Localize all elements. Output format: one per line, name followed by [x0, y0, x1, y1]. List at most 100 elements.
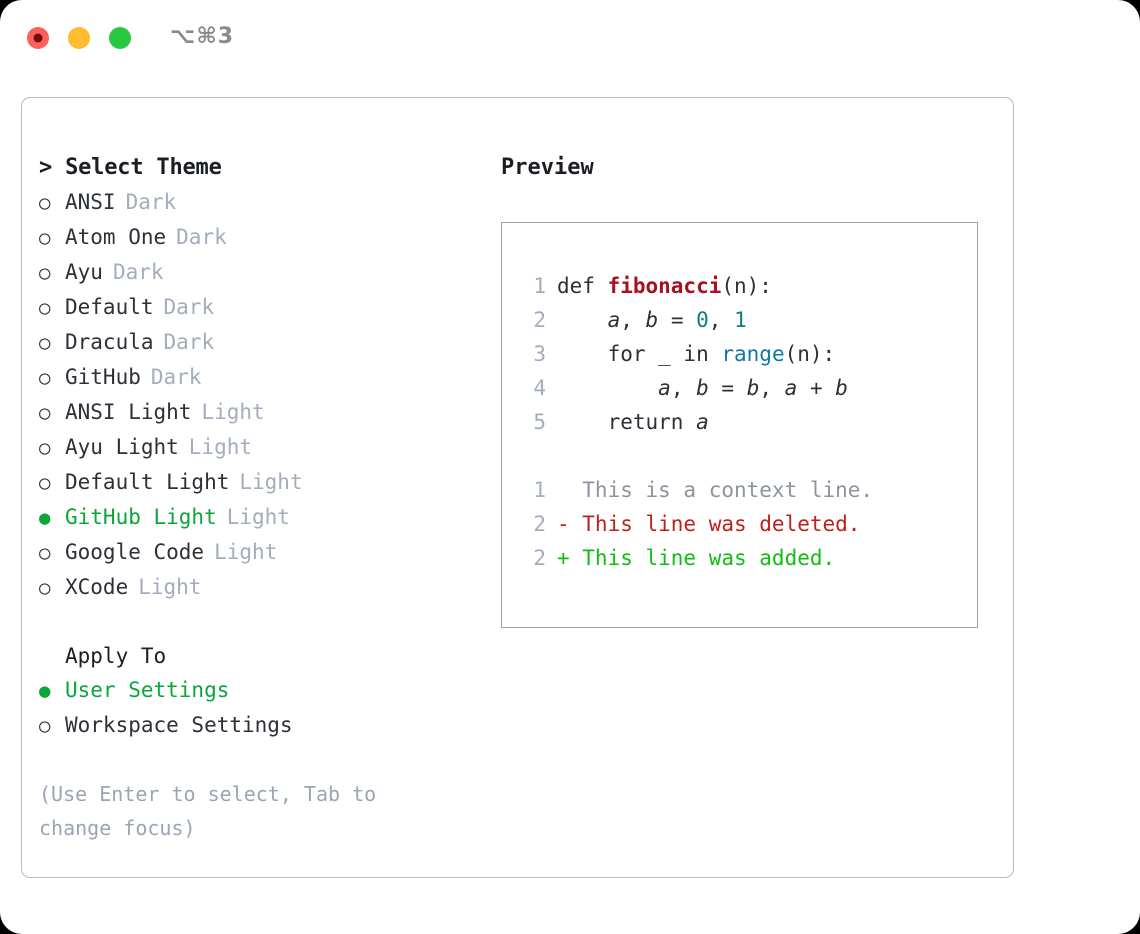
diff-line-text: This is a context line.	[569, 478, 874, 502]
code-token-plain: for _ in	[557, 342, 722, 366]
code-token-plain: return	[557, 410, 697, 434]
theme-option-google-code[interactable]: ○ Google Code Light	[39, 535, 489, 570]
code-token-plain: ,	[670, 376, 697, 400]
code-token-plain	[557, 376, 658, 400]
code-token-builtin: range	[721, 342, 785, 366]
theme-variant-badge: Dark	[176, 225, 227, 249]
theme-option-label: Ayu Light	[65, 435, 179, 459]
code-token-fn: fibonacci	[607, 274, 722, 298]
code-token-plain	[557, 308, 608, 332]
radio-unselected-icon[interactable]: ○	[39, 437, 51, 459]
radio-unselected-icon[interactable]: ○	[39, 227, 51, 249]
code-token-plain: =	[658, 308, 697, 332]
apply-to-option-workspace-settings[interactable]: ○ Workspace Settings	[39, 708, 489, 743]
radio-selected-icon[interactable]: ●	[39, 680, 51, 702]
code-token-var: b	[835, 376, 848, 400]
radio-unselected-icon[interactable]: ○	[39, 577, 51, 599]
theme-option-label: Google Code	[65, 540, 205, 564]
apply-to-section: Apply To ●User Settings○Workspace Settin…	[39, 639, 489, 743]
code-line-content: a, b = 0, 1	[557, 303, 747, 337]
code-line-number: 4	[533, 376, 546, 400]
code-token-plain: (n):	[784, 342, 836, 366]
radio-unselected-icon[interactable]: ○	[39, 715, 51, 737]
theme-option-label: Default Light	[65, 470, 230, 494]
diff-line-number: 2	[533, 546, 546, 570]
apply-to-option-user-settings[interactable]: ●User Settings	[39, 673, 489, 708]
code-line-number: 1	[533, 274, 546, 298]
diff-sign: -	[557, 512, 570, 536]
theme-option-label: GitHub	[65, 365, 141, 389]
radio-unselected-icon[interactable]: ○	[39, 332, 51, 354]
theme-option-label: Dracula	[65, 330, 154, 354]
theme-variant-badge: Dark	[125, 190, 177, 214]
theme-option-label: XCode	[65, 575, 129, 599]
diff-line-number: 2	[533, 512, 546, 536]
code-line-content: a, b = b, a + b	[557, 371, 848, 405]
theme-variant-badge: Light	[138, 575, 202, 599]
diff-sign	[557, 473, 570, 507]
radio-unselected-icon[interactable]: ○	[39, 542, 51, 564]
radio-unselected-icon[interactable]: ○	[39, 192, 51, 214]
radio-unselected-icon[interactable]: ○	[39, 297, 51, 319]
code-line-number: 5	[533, 410, 546, 434]
theme-option-xcode[interactable]: ○ XCode Light	[39, 570, 489, 605]
radio-unselected-icon[interactable]: ○	[39, 262, 51, 284]
radio-unselected-icon[interactable]: ○	[39, 472, 51, 494]
code-token-plain: =	[708, 376, 747, 400]
code-token-plain: ,	[708, 308, 735, 332]
theme-variant-badge: Light	[201, 400, 265, 424]
theme-variant-badge: Light	[214, 540, 278, 564]
code-token-var: b	[696, 376, 709, 400]
theme-option-label: Default	[65, 295, 154, 319]
diff-line-number: 1	[533, 478, 546, 502]
code-token-num: 1	[734, 308, 747, 332]
select-theme-header: > Select Theme	[39, 155, 222, 180]
theme-variant-badge: Light	[226, 505, 290, 529]
title-bar: ⌥⌘3	[0, 0, 1140, 76]
minimize-window-button[interactable]	[68, 27, 90, 49]
diff-line-content: - This line was deleted.	[557, 507, 860, 541]
code-line: 5 return a	[516, 405, 977, 439]
close-window-button[interactable]	[27, 27, 49, 49]
radio-selected-icon[interactable]: ●	[39, 507, 51, 529]
diff-line-text: This line was added.	[569, 546, 836, 570]
apply-to-option-label: Workspace Settings	[65, 713, 293, 737]
code-line: 4 a, b = b, a + b	[516, 371, 977, 405]
radio-unselected-icon[interactable]: ○	[39, 402, 51, 424]
radio-unselected-icon[interactable]: ○	[39, 367, 51, 389]
code-line: 2 a, b = 0, 1	[516, 303, 977, 337]
code-line-content: return a	[557, 405, 709, 439]
keyboard-shortcut-label: ⌥⌘3	[170, 24, 235, 49]
diff-line-content: This is a context line.	[557, 473, 873, 507]
maximize-window-button[interactable]	[109, 27, 131, 49]
code-line-content: for _ in range(n):	[557, 337, 836, 371]
code-line: 3 for _ in range(n):	[516, 337, 977, 371]
code-token-plain: (n):	[721, 274, 772, 298]
apply-to-list: ●User Settings ○ Workspace Settings	[39, 673, 489, 743]
preview-title: Preview	[501, 155, 594, 180]
keyboard-hint-text: (Use Enter to select, Tab to change focu…	[39, 782, 389, 840]
diff-line-del: 2 - This line was deleted.	[516, 507, 977, 541]
code-token-num: 0	[696, 308, 709, 332]
diff-line-add: 2+ This line was added.	[516, 541, 977, 575]
code-spacer	[516, 439, 977, 473]
